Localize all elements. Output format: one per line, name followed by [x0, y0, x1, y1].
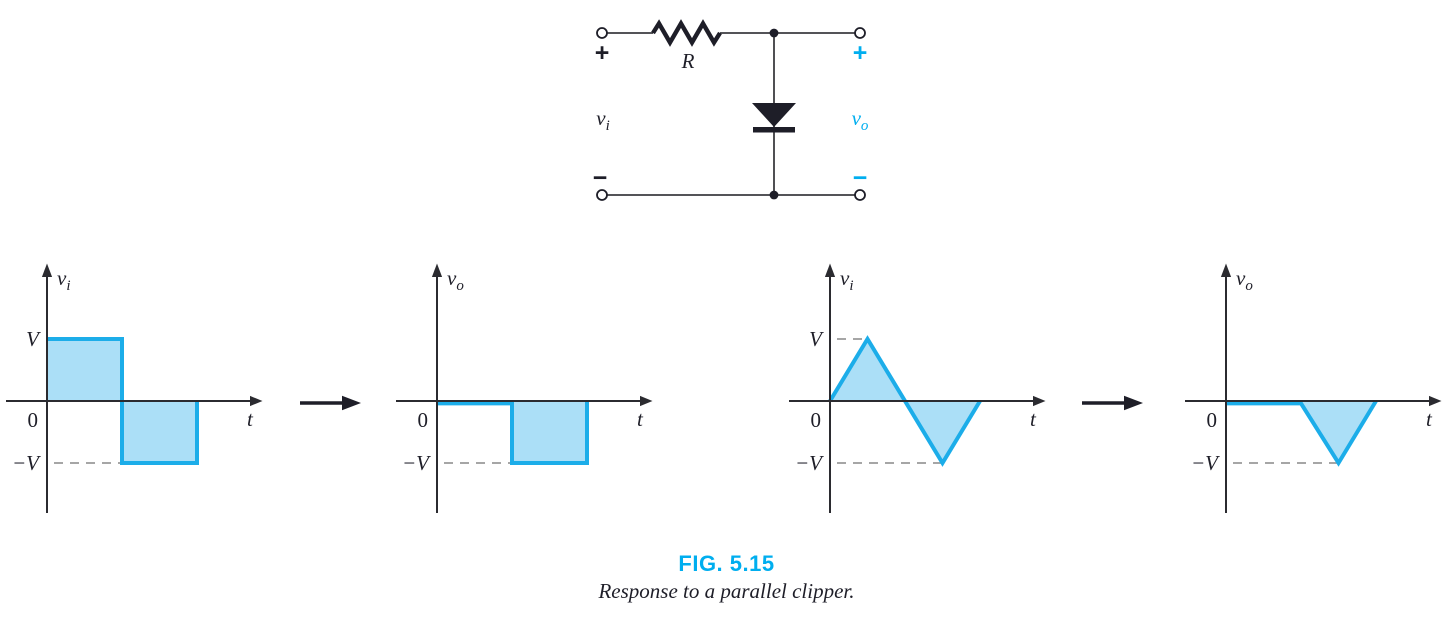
figure-number: FIG. 5.15 — [678, 551, 775, 576]
resistor-label: R — [681, 49, 695, 73]
input-voltage-label: vi — [596, 106, 610, 134]
x-axis-label: t — [1030, 407, 1037, 431]
waveform-layer — [437, 401, 589, 465]
junction-dot-bottom — [769, 190, 779, 200]
axes — [396, 263, 653, 513]
y-axis-label: vi — [57, 266, 71, 294]
output-bottom-terminal — [854, 189, 866, 201]
output-plus-sign: + — [853, 39, 868, 67]
maps-to-arrow-2 — [1082, 395, 1143, 411]
input-plus-sign: + — [595, 39, 610, 67]
axes — [789, 263, 1046, 513]
wires — [607, 32, 855, 196]
graph-output-square: −V 0 t vo — [396, 263, 653, 513]
graph-output-triangle: −V 0 t vo — [1185, 263, 1442, 513]
ytick-pos-label: V — [809, 327, 824, 351]
y-axis-label: vi — [840, 266, 854, 294]
ytick-neg-label: −V — [12, 451, 41, 475]
origin-label: 0 — [811, 408, 822, 432]
input-minus-sign: − — [593, 164, 608, 192]
ytick-pos-label: V — [26, 327, 41, 351]
diode-symbol — [752, 103, 796, 133]
output-voltage-label: vo — [852, 106, 869, 134]
input-bottom-terminal — [596, 189, 608, 201]
graph-input-triangle: V −V 0 t vi — [789, 263, 1046, 513]
input-top-terminal — [596, 27, 608, 39]
figure-title: Response to a parallel clipper. — [598, 579, 855, 603]
axes — [6, 263, 263, 513]
output-top-terminal — [854, 27, 866, 39]
origin-label: 0 — [1207, 408, 1218, 432]
maps-to-arrow-1 — [300, 395, 361, 411]
y-axis-label: vo — [1236, 266, 1253, 294]
origin-label: 0 — [418, 408, 429, 432]
resistor-symbol — [651, 19, 722, 47]
waveform-layer — [1226, 399, 1378, 467]
graph-input-square: V −V 0 t vi — [6, 263, 263, 513]
ytick-neg-label: −V — [795, 451, 824, 475]
output-minus-sign: − — [853, 164, 868, 192]
origin-label: 0 — [28, 408, 39, 432]
parallel-clipper-circuit: + vi − R + vo − — [593, 19, 869, 201]
ytick-neg-label: −V — [402, 451, 431, 475]
x-axis-label: t — [1426, 407, 1433, 431]
axes — [1185, 263, 1442, 513]
y-axis-label: vo — [447, 266, 464, 294]
ytick-neg-label: −V — [1191, 451, 1220, 475]
junction-dot-top — [769, 28, 779, 38]
x-axis-label: t — [247, 407, 254, 431]
figure-caption: FIG. 5.15 Response to a parallel clipper… — [0, 551, 1453, 604]
x-axis-label: t — [637, 407, 644, 431]
